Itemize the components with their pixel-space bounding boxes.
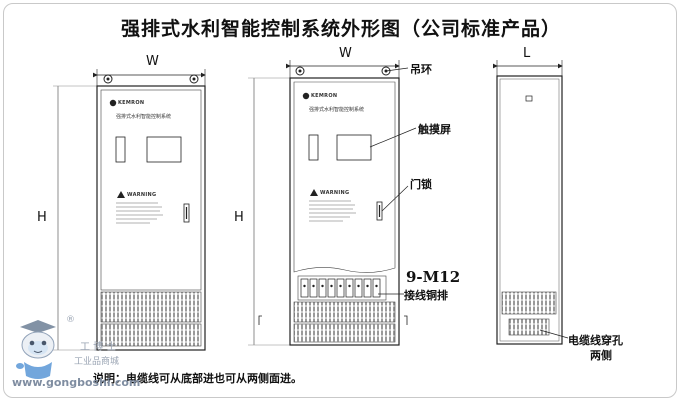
watermark-site: www.gongboshi.com xyxy=(12,376,141,389)
copper-terminal-bars xyxy=(297,275,387,301)
panel-warning: WARNING xyxy=(320,190,350,196)
touch-screen xyxy=(146,136,182,163)
cabinet-door xyxy=(293,81,396,273)
panel-warning: WARNING xyxy=(127,192,157,198)
width-label: W xyxy=(339,46,352,61)
vent-grille-upper xyxy=(293,301,396,323)
kemron-logo-icon xyxy=(109,99,117,107)
vent-grille-upper xyxy=(100,291,202,323)
terminal-spec-callout: 9-M12 xyxy=(406,268,461,286)
drawing-title: 强排式水利智能控制系统外形图（公司标准产品） xyxy=(120,18,561,40)
depth-label: L xyxy=(523,46,531,61)
leader-line xyxy=(369,127,417,148)
watermark-registered: ® xyxy=(66,315,75,325)
installation-note: 说明：电缆线可从底部进也可从两侧面进。 xyxy=(93,372,302,385)
cable-hole-callout: 电缆线穿孔 xyxy=(568,334,623,347)
indicator-panel xyxy=(308,134,319,161)
both-sides-callout: 两侧 xyxy=(590,349,612,362)
door-lock-callout: 门锁 xyxy=(410,178,432,191)
height-label: H xyxy=(234,210,244,225)
cable-hole-plate xyxy=(508,318,550,336)
lifting-ring-callout: 吊环 xyxy=(410,63,432,76)
middle-view xyxy=(248,60,417,346)
vent-grille-lower xyxy=(293,323,396,343)
warning-icon xyxy=(310,189,318,196)
warning-icon xyxy=(117,191,125,198)
side-mount-hole xyxy=(525,95,533,102)
indicator-panel xyxy=(115,136,126,163)
vent-grille-lower xyxy=(100,323,202,347)
kemron-logo-icon xyxy=(302,92,310,100)
panel-brand: KEMRON xyxy=(311,93,338,99)
copper-bar-callout: 接线铜排 xyxy=(404,289,448,302)
side-view xyxy=(493,60,569,345)
panel-system-name: 强排式水利智能控制系统 xyxy=(309,107,365,113)
cabinet-door xyxy=(100,89,202,291)
panel-system-name: 强排式水利智能控制系统 xyxy=(116,114,172,120)
watermark-tagline: 工业品商城 xyxy=(74,357,120,367)
warning-text-lines xyxy=(309,200,356,222)
leader-line xyxy=(381,185,409,212)
panel-brand: KEMRON xyxy=(118,100,145,106)
warning-text-lines xyxy=(116,202,163,224)
front-view xyxy=(53,69,206,351)
leader-line xyxy=(385,67,409,72)
side-vent-grille xyxy=(501,291,557,315)
width-label: W xyxy=(146,54,159,69)
gongboshi-mascot-icon xyxy=(16,320,56,379)
touch-screen xyxy=(336,134,372,161)
watermark-name: 工 博 士 xyxy=(80,342,117,353)
height-label: H xyxy=(37,210,47,225)
touch-screen-callout: 触摸屏 xyxy=(418,123,451,136)
leader-line xyxy=(539,329,569,339)
drawing-border xyxy=(3,3,677,398)
